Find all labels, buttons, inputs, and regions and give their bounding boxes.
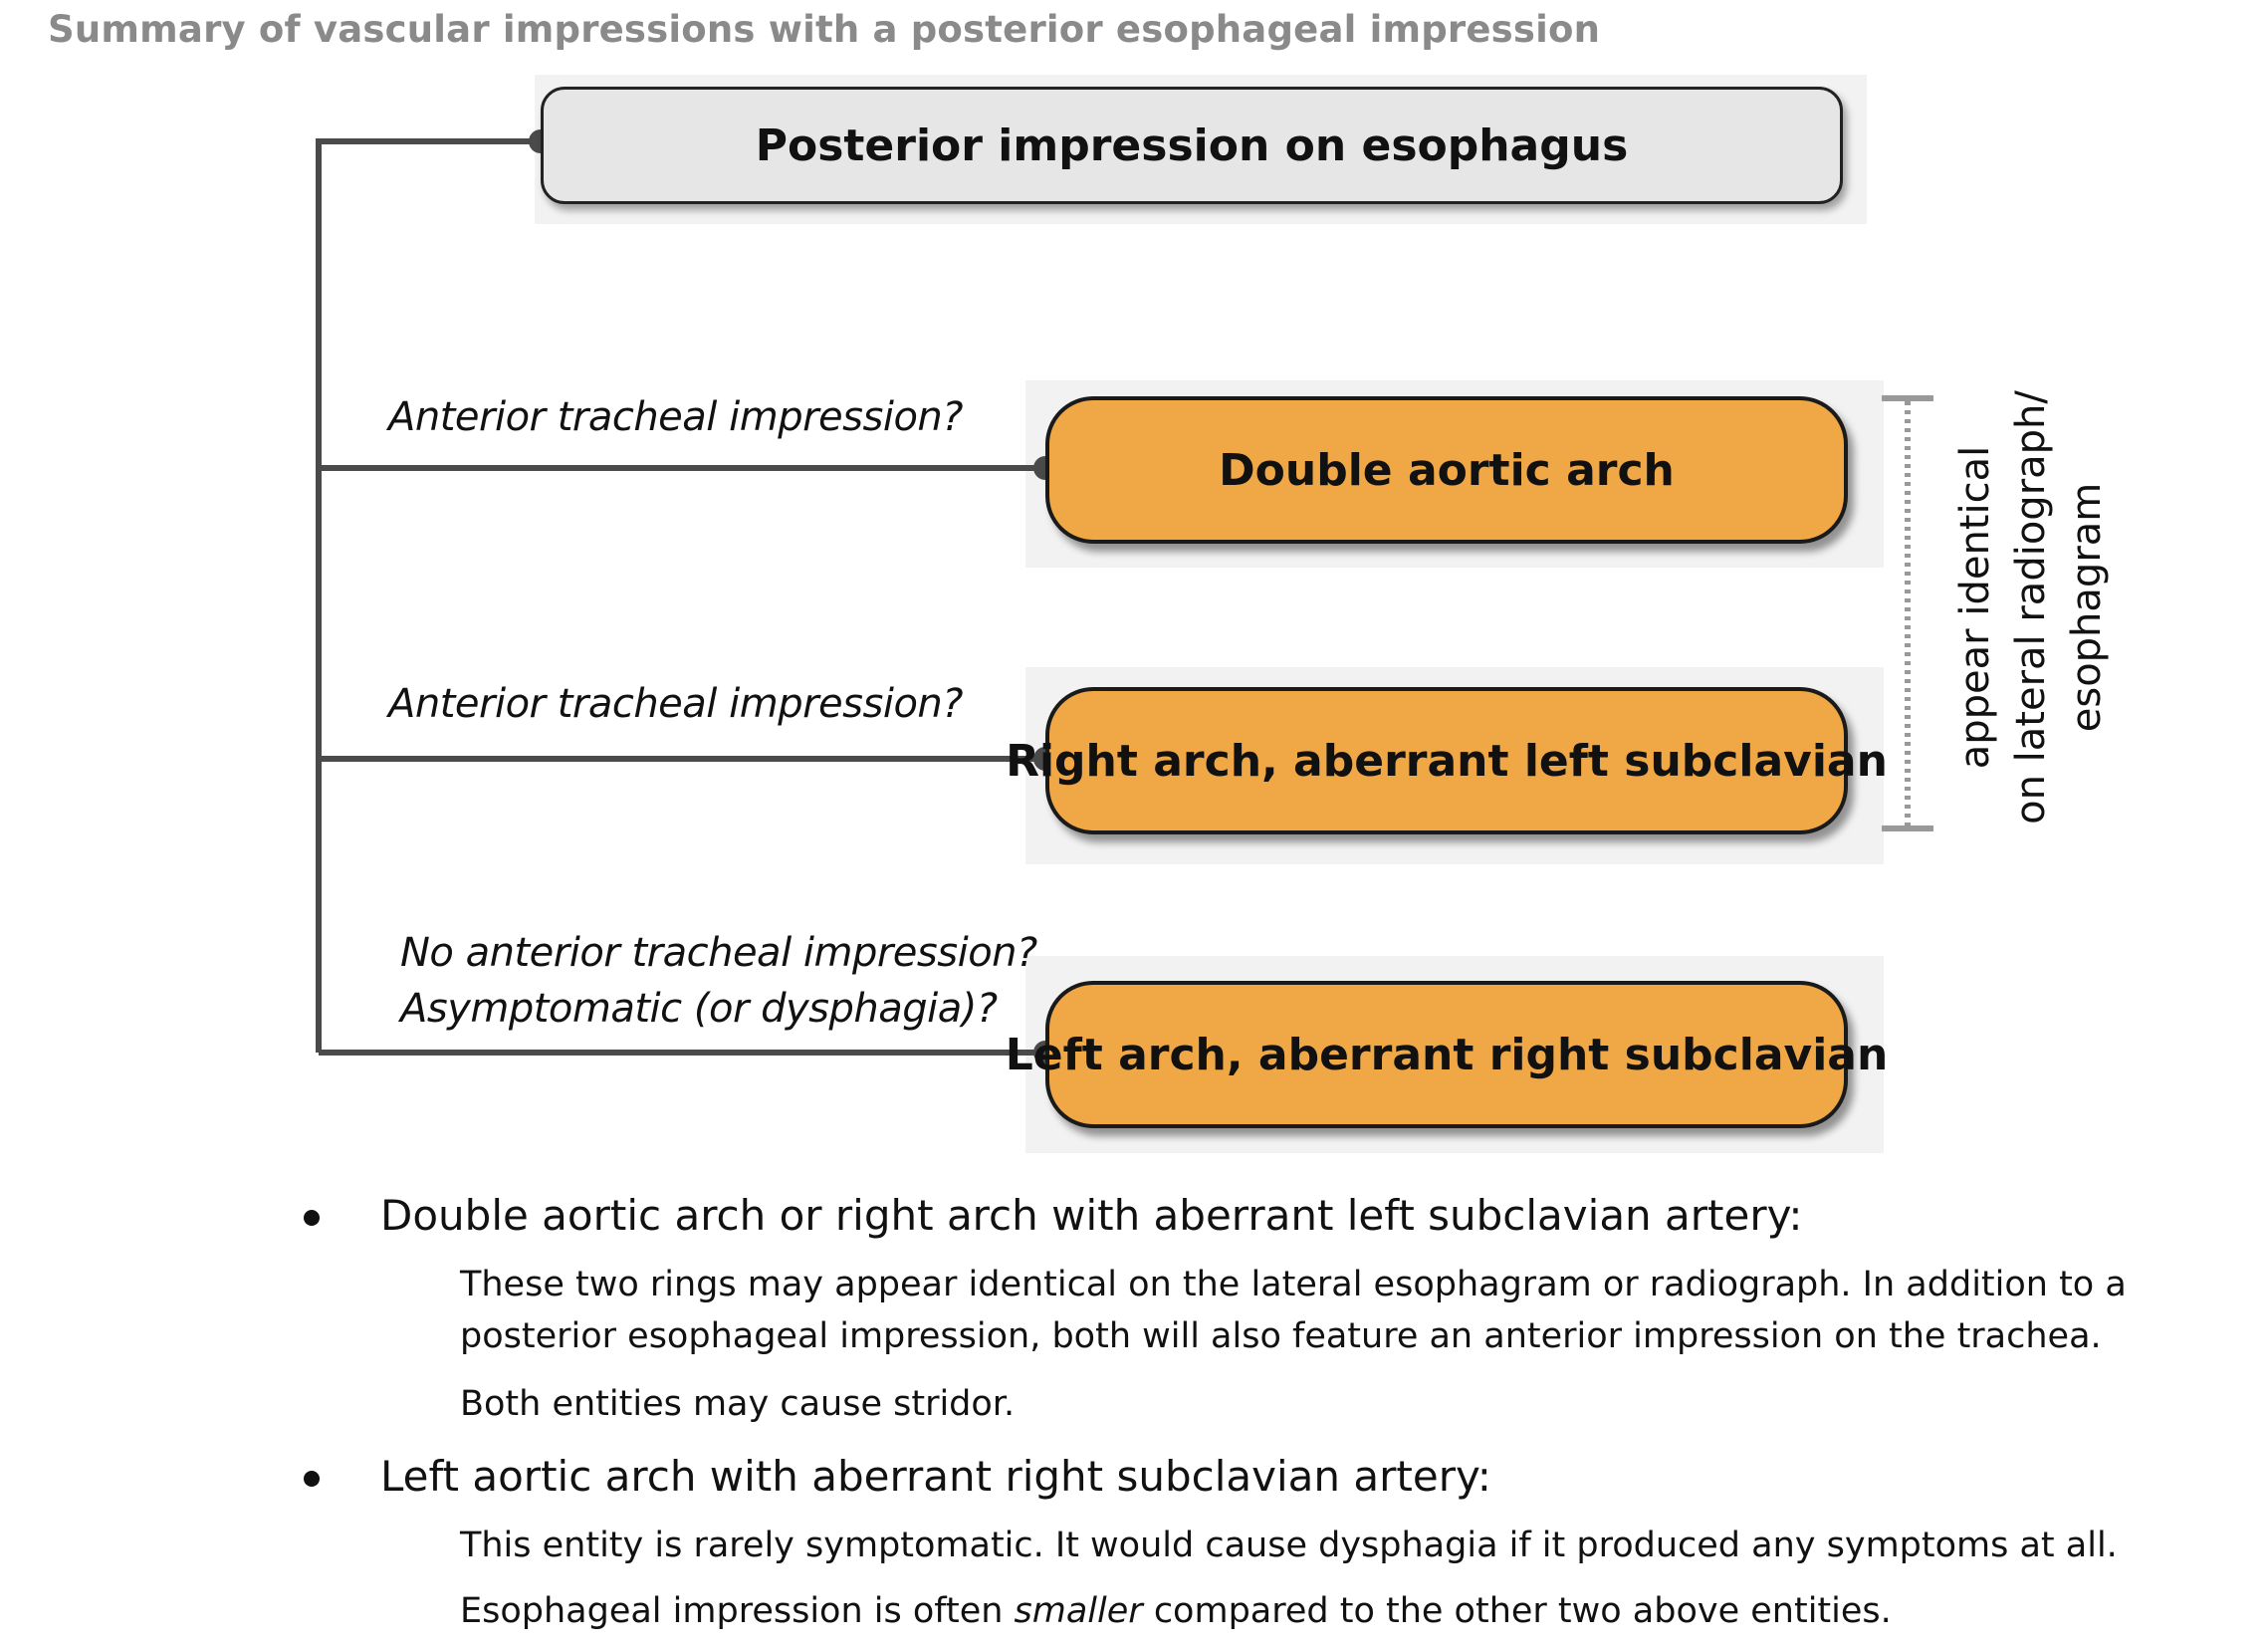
note-2-line2: Esophageal impression is often smaller c… — [460, 1585, 1892, 1637]
root-node: Posterior impression on esophagus — [541, 87, 1843, 204]
page-title: Summary of vascular impressions with a p… — [48, 8, 1601, 51]
bullet-dot-1 — [304, 1210, 320, 1226]
note-1-line3: Both entities may cause stridor. — [460, 1384, 1016, 1424]
branch-3-question-line2: Asymptomatic (or dysphagia)? — [400, 986, 998, 1032]
branch-3-question-line1: No anterior tracheal impression? — [400, 930, 1037, 976]
branch-2-question: Anterior tracheal impression? — [388, 681, 964, 727]
identical-note-line3: esophagram — [2064, 482, 2110, 733]
identical-note-line2: on lateral radiograph/ — [2008, 390, 2054, 824]
identical-note-line1: appear identical — [1952, 445, 1998, 770]
identical-note: appear identical on lateral radiograph/ … — [1947, 390, 2115, 824]
note-2-line1: This entity is rarely symptomatic. It wo… — [460, 1526, 2118, 1565]
trunk-line — [316, 138, 541, 1053]
bullet-dot-2 — [304, 1471, 320, 1487]
double-aortic-arch-node: Double aortic arch — [1045, 396, 1848, 544]
identical-bracket — [1882, 395, 1933, 831]
branch-1-question: Anterior tracheal impression? — [388, 394, 964, 440]
note-1-line2: posterior esophageal impression, both wi… — [460, 1316, 2102, 1356]
note-2-line2-emphasis: smaller — [1014, 1591, 1143, 1631]
right-arch-node: Right arch, aberrant left subclavian — [1006, 687, 1888, 834]
left-arch-node: Left arch, aberrant right subclavian — [1006, 981, 1888, 1128]
note-1-heading: Double aortic arch or right arch with ab… — [380, 1191, 1803, 1240]
note-2-line2-end: compared to the other two above entities… — [1142, 1591, 1892, 1631]
note-1-line1: These two rings may appear identical on … — [460, 1265, 2127, 1304]
note-2-heading: Left aortic arch with aberrant right sub… — [380, 1452, 1491, 1501]
note-2-line2-start: Esophageal impression is often — [460, 1591, 1015, 1631]
